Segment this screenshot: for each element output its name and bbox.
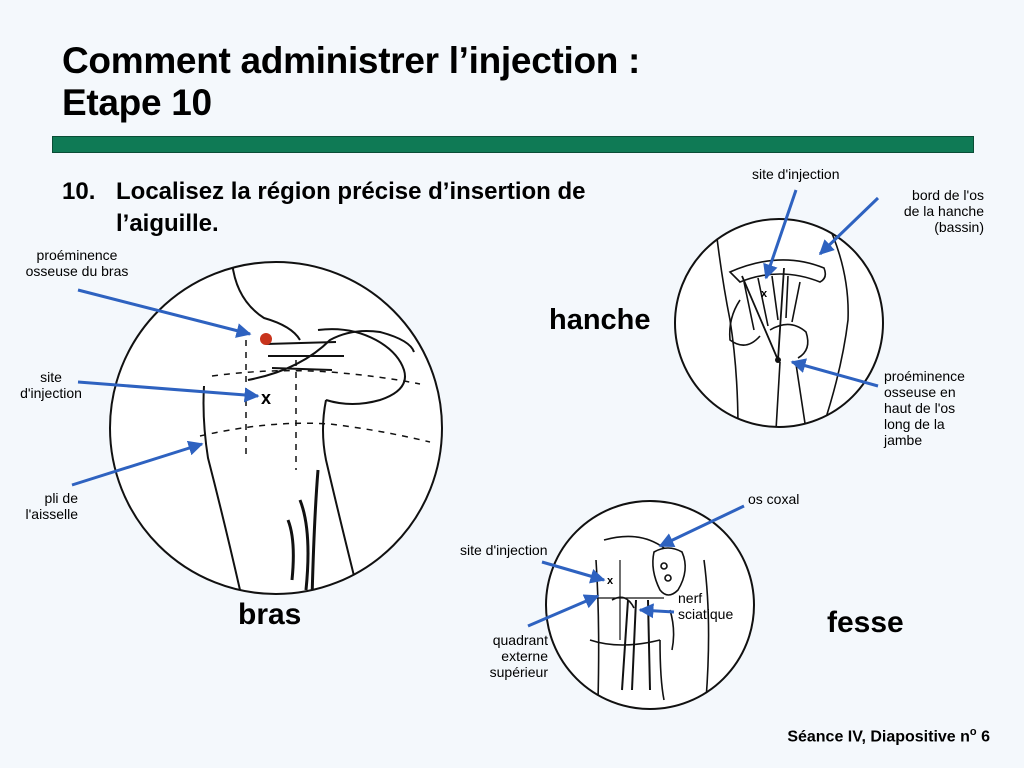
arrow-hip-bone <box>790 358 879 388</box>
label-buttock-nerve: nerf sciatique <box>678 590 734 622</box>
hip-injection-marker: x <box>761 288 768 300</box>
slide-title-line1: Comment administrer l’injection : <box>62 40 641 81</box>
arm-illustration: x <box>109 261 443 595</box>
step-text-line2: l’aiguille. <box>116 210 219 237</box>
slide-footer: Séance IV, Diapositive no 6 <box>787 726 990 746</box>
caption-hanche: hanche <box>549 304 651 336</box>
label-hip-bone: proéminence osseuse en haut de l'os long… <box>884 368 965 448</box>
caption-fesse: fesse <box>827 606 904 639</box>
arrow-buttock-nerve <box>638 603 675 619</box>
label-buttock-site: site d'injection <box>460 542 548 558</box>
arm-injection-marker: x <box>261 388 271 408</box>
hip-illustration: x <box>674 218 884 428</box>
label-hip-site: site d'injection <box>752 166 840 182</box>
label-arm-site: site d'injection <box>20 369 82 401</box>
label-arm-fold: pli de l'aisselle <box>25 490 78 522</box>
label-buttock-coxal: os coxal <box>748 491 800 507</box>
arrow-buttock-site <box>541 560 606 584</box>
bone-prominence-dot <box>260 333 272 345</box>
caption-bras: bras <box>238 598 302 631</box>
arrow-hip-edge <box>818 196 880 256</box>
title-divider-bar <box>52 136 974 153</box>
arrow-buttock-coxal <box>658 504 745 548</box>
label-arm-bone: proéminence osseuse du bras <box>25 247 129 279</box>
slide-title: Comment administrer l’injection : Etape … <box>62 40 640 124</box>
arrow-arm-site <box>77 380 260 403</box>
label-hip-edge: bord de l'os de la hanche (bassin) <box>903 187 984 235</box>
slide-title-line2: Etape 10 <box>62 82 212 123</box>
label-buttock-quadrant: quadrant externe supérieur <box>489 632 548 680</box>
arrow-hip-site <box>763 189 798 280</box>
arrow-arm-bone <box>77 288 252 338</box>
buttock-injection-marker: x <box>607 575 614 587</box>
step-number: 10. <box>62 178 96 205</box>
arrow-buttock-quadrant <box>527 594 600 628</box>
step-text-line1: Localisez la région précise d’insertion … <box>116 178 586 205</box>
arrow-arm-fold <box>71 440 204 487</box>
